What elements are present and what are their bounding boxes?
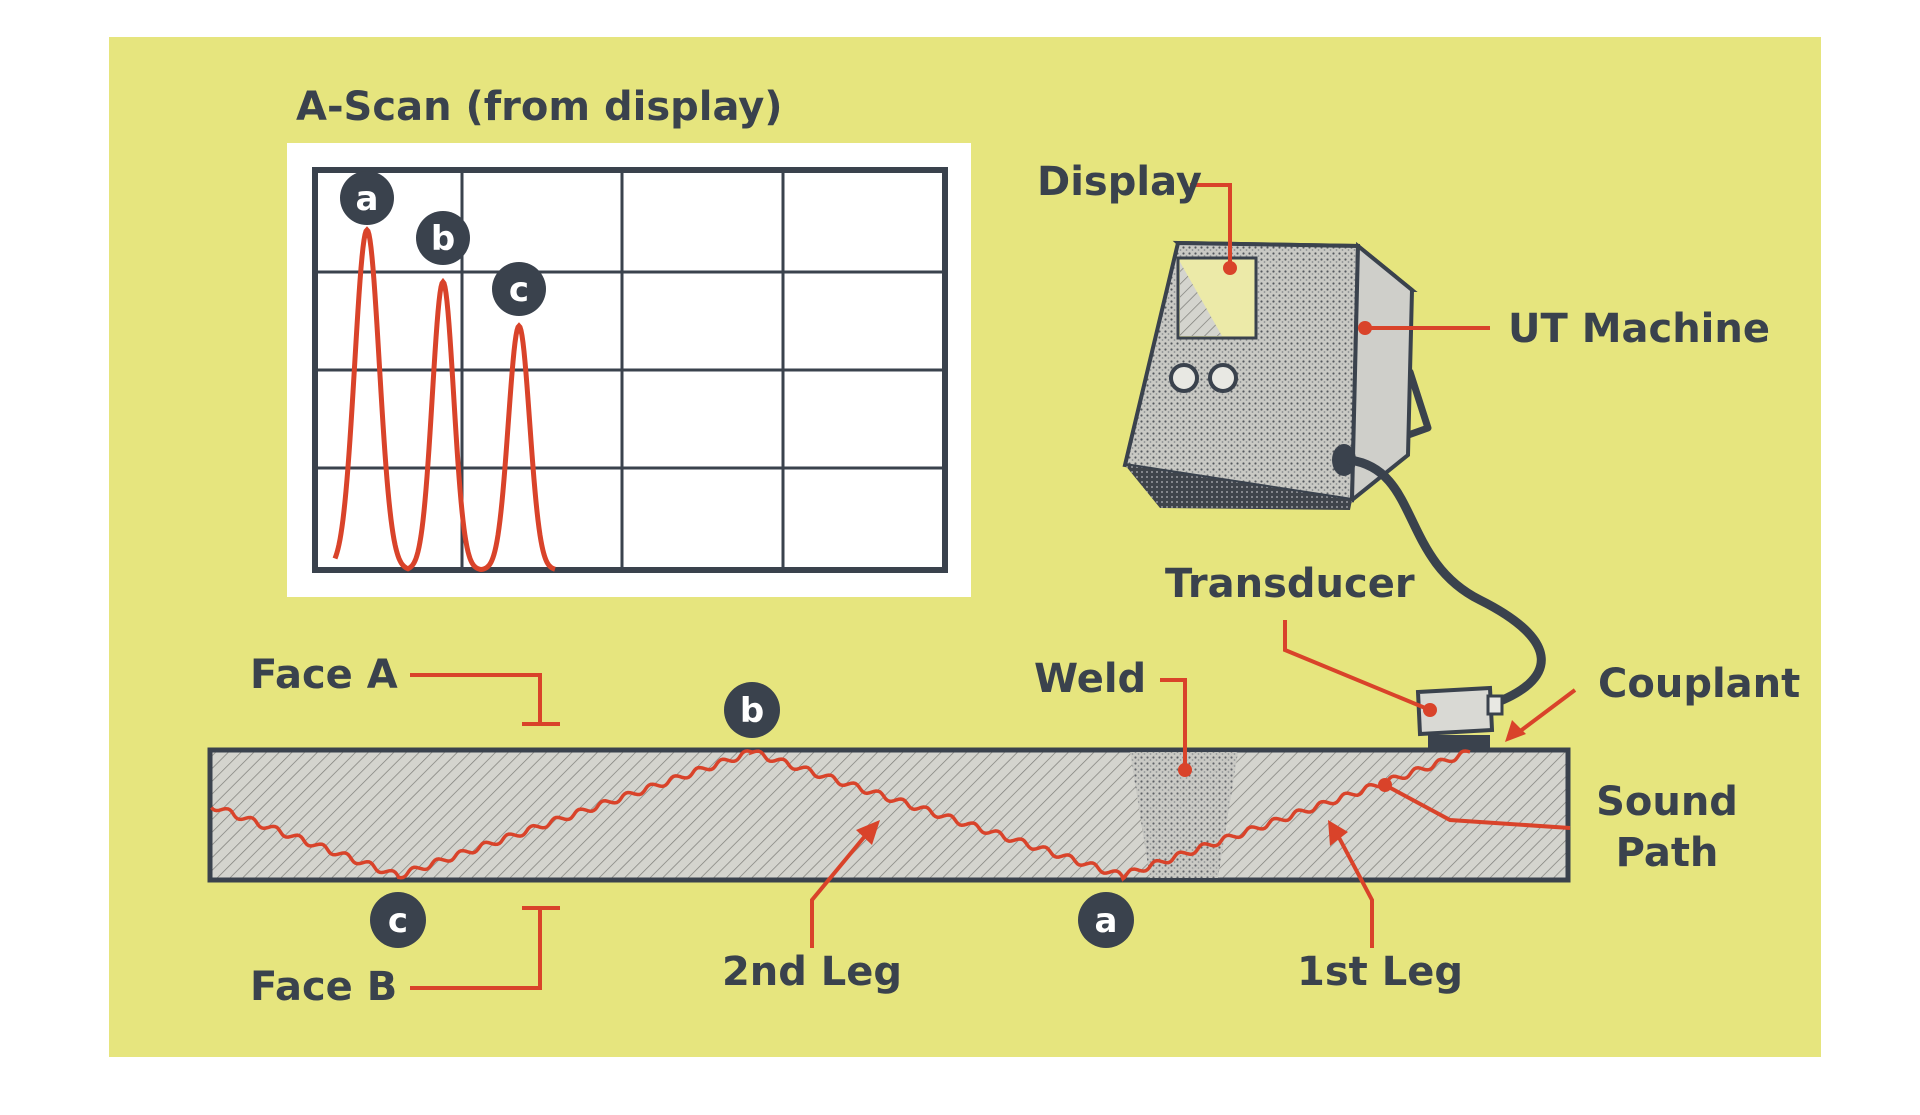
weld-label: Weld — [1034, 656, 1146, 702]
steel-plate — [207, 747, 1571, 883]
display-leader — [1190, 183, 1232, 268]
plate-marker-b: b — [724, 682, 780, 738]
ascan-display: a b c — [287, 143, 971, 597]
weld-leader — [1160, 678, 1187, 770]
face-b-label: Face B — [250, 964, 397, 1010]
transducer-dot — [1423, 703, 1437, 717]
ut-machine — [1122, 240, 1432, 510]
ascan-marker-c-label: c — [509, 270, 529, 310]
transducer-leader — [1283, 620, 1431, 712]
face-a-label: Face A — [250, 652, 398, 698]
weld-dot — [1178, 763, 1192, 777]
ascan-marker-a-label: a — [356, 179, 379, 219]
sound-path-label-line1: Sound — [1596, 779, 1738, 825]
second-leg-arrowhead — [856, 820, 880, 845]
display-label: Display — [1037, 159, 1202, 205]
ascan-marker-a: a — [340, 171, 394, 225]
ut-machine-knob-right — [1208, 363, 1238, 393]
plate-marker-a-label: a — [1095, 901, 1118, 941]
ascan-marker-b-label: b — [431, 219, 455, 259]
sound-path-leader — [1384, 783, 1571, 830]
ut-machine-port — [1332, 444, 1356, 476]
couplant-arrowhead — [1505, 720, 1526, 742]
ascan-title: A-Scan (from display) — [296, 84, 783, 130]
second-leg-leader — [810, 828, 872, 948]
transducer — [1415, 685, 1504, 749]
ut-machine-base — [1125, 465, 1352, 510]
first-leg-label: 1st Leg — [1297, 949, 1463, 995]
plate-marker-c-label: c — [388, 901, 408, 941]
face-b-leader — [410, 908, 542, 990]
plate-marker-a: a — [1078, 892, 1134, 948]
ascan-grid — [315, 170, 945, 570]
couplant-layer — [1428, 735, 1490, 749]
plate-marker-c: c — [370, 892, 426, 948]
ascan-marker-c: c — [492, 262, 546, 316]
ascan-trace — [332, 226, 556, 573]
plate-marker-b-label: b — [740, 691, 764, 731]
ut-machine-screen-hatch — [1180, 262, 1222, 336]
couplant-leader — [1513, 688, 1577, 737]
ut-machine-knob-left — [1169, 363, 1199, 393]
transducer-cable — [1345, 455, 1546, 710]
ut-machine-side — [1349, 241, 1415, 505]
sound-path — [210, 749, 1471, 882]
transducer-label: Transducer — [1165, 561, 1415, 607]
sound-path-label-line2: Path — [1616, 830, 1719, 876]
first-leg-leader — [1333, 829, 1374, 948]
face-a-leader — [410, 673, 542, 724]
leader-dots — [856, 261, 1526, 846]
ut-machine-dot — [1358, 321, 1372, 335]
ascan-marker-b: b — [416, 211, 470, 265]
sound-path-dot — [1378, 778, 1392, 792]
transducer-connector — [1486, 694, 1504, 716]
second-leg-label: 2nd Leg — [722, 949, 902, 995]
leader-lines — [410, 183, 1577, 990]
display-dot — [1223, 261, 1237, 275]
ut-machine-label: UT Machine — [1508, 306, 1770, 352]
couplant-label: Couplant — [1598, 661, 1800, 707]
transducer-body — [1415, 685, 1495, 737]
first-leg-arrowhead — [1328, 820, 1348, 846]
